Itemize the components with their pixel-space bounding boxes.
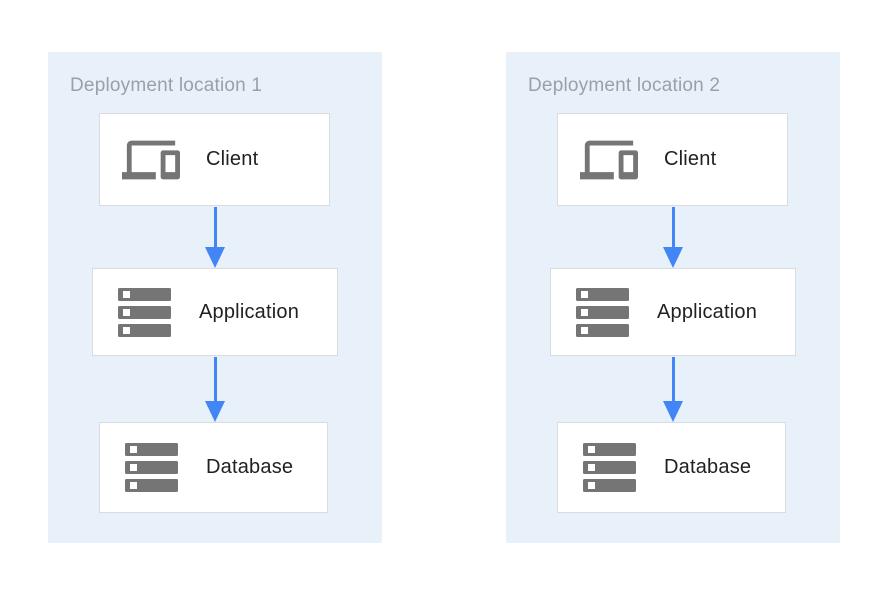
panel-title: Deployment location 2	[528, 75, 721, 96]
node-database: Database	[99, 422, 328, 513]
node-label: Client	[664, 148, 717, 170]
deployment-panel-1: Deployment location 1 Client	[48, 52, 382, 543]
flow-arrow	[663, 207, 683, 268]
server-stack-icon	[571, 287, 633, 337]
node-database: Database	[557, 422, 786, 513]
flow-arrow	[205, 357, 225, 422]
devices-icon	[578, 131, 640, 189]
node-label: Database	[206, 456, 294, 478]
arrow-head-icon	[663, 247, 683, 268]
server-stack-icon	[578, 443, 640, 492]
node-label: Client	[206, 148, 259, 170]
arrow-line	[671, 207, 675, 247]
node-label: Application	[657, 300, 758, 323]
server-stack-icon	[120, 443, 182, 492]
flow-arrow	[205, 207, 225, 268]
panel-title: Deployment location 1	[70, 75, 263, 96]
node-client: Client	[557, 113, 788, 206]
arrow-line	[671, 357, 675, 401]
arrow-line	[213, 357, 217, 401]
server-stack-icon	[113, 287, 175, 337]
arrow-head-icon	[663, 401, 683, 422]
node-application: Application	[92, 268, 338, 356]
deployment-panel-2: Deployment location 2 Client	[506, 52, 840, 543]
node-client: Client	[99, 113, 330, 206]
arrow-head-icon	[205, 401, 225, 422]
arrow-line	[213, 207, 217, 247]
node-application: Application	[550, 268, 796, 356]
node-label: Database	[664, 456, 752, 478]
flow-arrow	[663, 357, 683, 422]
devices-icon	[120, 131, 182, 189]
arrow-head-icon	[205, 247, 225, 268]
node-label: Application	[199, 300, 300, 323]
